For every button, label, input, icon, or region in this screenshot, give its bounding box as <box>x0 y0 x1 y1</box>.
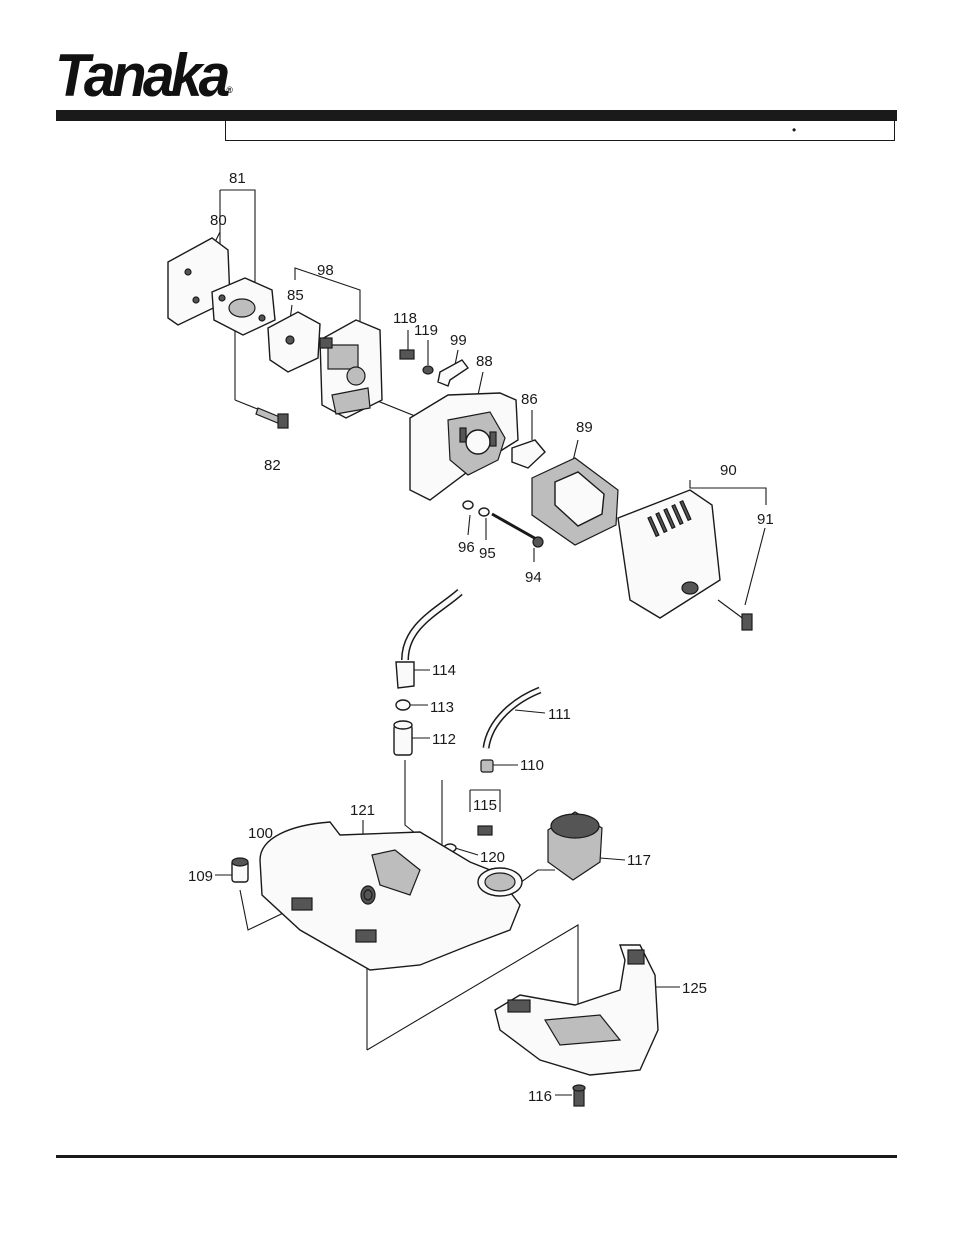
callout-115: 115 <box>473 797 497 814</box>
callout-81: 81 <box>229 170 246 187</box>
callout-116: 116 <box>528 1088 552 1105</box>
part-114-fuel-hose-fitting <box>395 588 463 689</box>
part-113-retainer <box>395 699 411 711</box>
callout-121: 121 <box>350 802 375 819</box>
part-117-fuel-cap <box>547 811 603 881</box>
callout-89: 89 <box>576 419 593 436</box>
callout-100: 100 <box>248 825 273 842</box>
part-88-air-cleaner-case <box>409 392 519 501</box>
callout-96: 96 <box>458 539 475 556</box>
callout-117: 117 <box>627 852 651 869</box>
part-118-screw <box>399 349 415 360</box>
part-89-air-filter <box>531 457 619 546</box>
callout-labels: 81 80 98 85 118 119 99 88 86 89 82 90 91… <box>188 170 774 1105</box>
part-99-lever <box>437 359 470 387</box>
callout-119: 119 <box>414 322 438 339</box>
part-125-handle-bracket <box>494 944 659 1076</box>
part-82-bolt <box>255 407 289 429</box>
callout-110: 110 <box>520 757 544 774</box>
tanaka-logo: Tanaka® <box>55 46 233 106</box>
brand-name: Tanaka <box>55 42 230 109</box>
callout-82: 82 <box>264 457 281 474</box>
part-98-carburetor <box>319 319 383 419</box>
part-94-long-bolt <box>491 512 544 548</box>
callout-113: 113 <box>430 699 454 716</box>
footer-rule <box>56 1155 897 1158</box>
part-116-screw <box>572 1084 586 1107</box>
part-86-choke-plate <box>511 439 546 469</box>
part-100-fuel-tank <box>259 821 523 971</box>
callout-90: 90 <box>720 462 737 479</box>
title-bullet: • <box>792 123 797 137</box>
part-121-damper <box>363 889 373 901</box>
part-109-damper <box>231 857 249 883</box>
registered-mark: ® <box>226 85 233 95</box>
part-81-intake-manifold <box>211 277 276 336</box>
callout-88: 88 <box>476 353 493 370</box>
part-111-return-hose <box>482 686 542 749</box>
callout-99: 99 <box>450 332 467 349</box>
part-95-washer <box>478 507 490 517</box>
callout-95: 95 <box>479 545 496 562</box>
part-115-screw <box>477 825 493 836</box>
callout-98: 98 <box>317 262 334 279</box>
part-119-washer <box>422 365 434 375</box>
callout-125: 125 <box>682 980 707 997</box>
callout-86: 86 <box>521 391 538 408</box>
callout-112: 112 <box>432 731 456 748</box>
callout-109: 109 <box>188 868 213 885</box>
callout-114: 114 <box>432 662 456 679</box>
part-85-gasket <box>267 311 321 373</box>
part-90-air-cleaner-cover <box>617 489 721 619</box>
part-110-grommet <box>480 759 494 773</box>
callout-80: 80 <box>210 212 227 229</box>
callout-91: 91 <box>757 511 774 528</box>
title-box: • <box>225 121 895 141</box>
callout-111: 111 <box>548 706 571 723</box>
part-112-fuel-filter <box>393 720 413 756</box>
callout-85: 85 <box>287 287 304 304</box>
callout-120: 120 <box>480 849 505 866</box>
callout-118: 118 <box>393 310 417 327</box>
callout-94: 94 <box>525 569 542 586</box>
header-bar <box>56 110 897 121</box>
part-96-washer <box>462 500 474 510</box>
part-91-knob-bolt <box>717 599 753 631</box>
